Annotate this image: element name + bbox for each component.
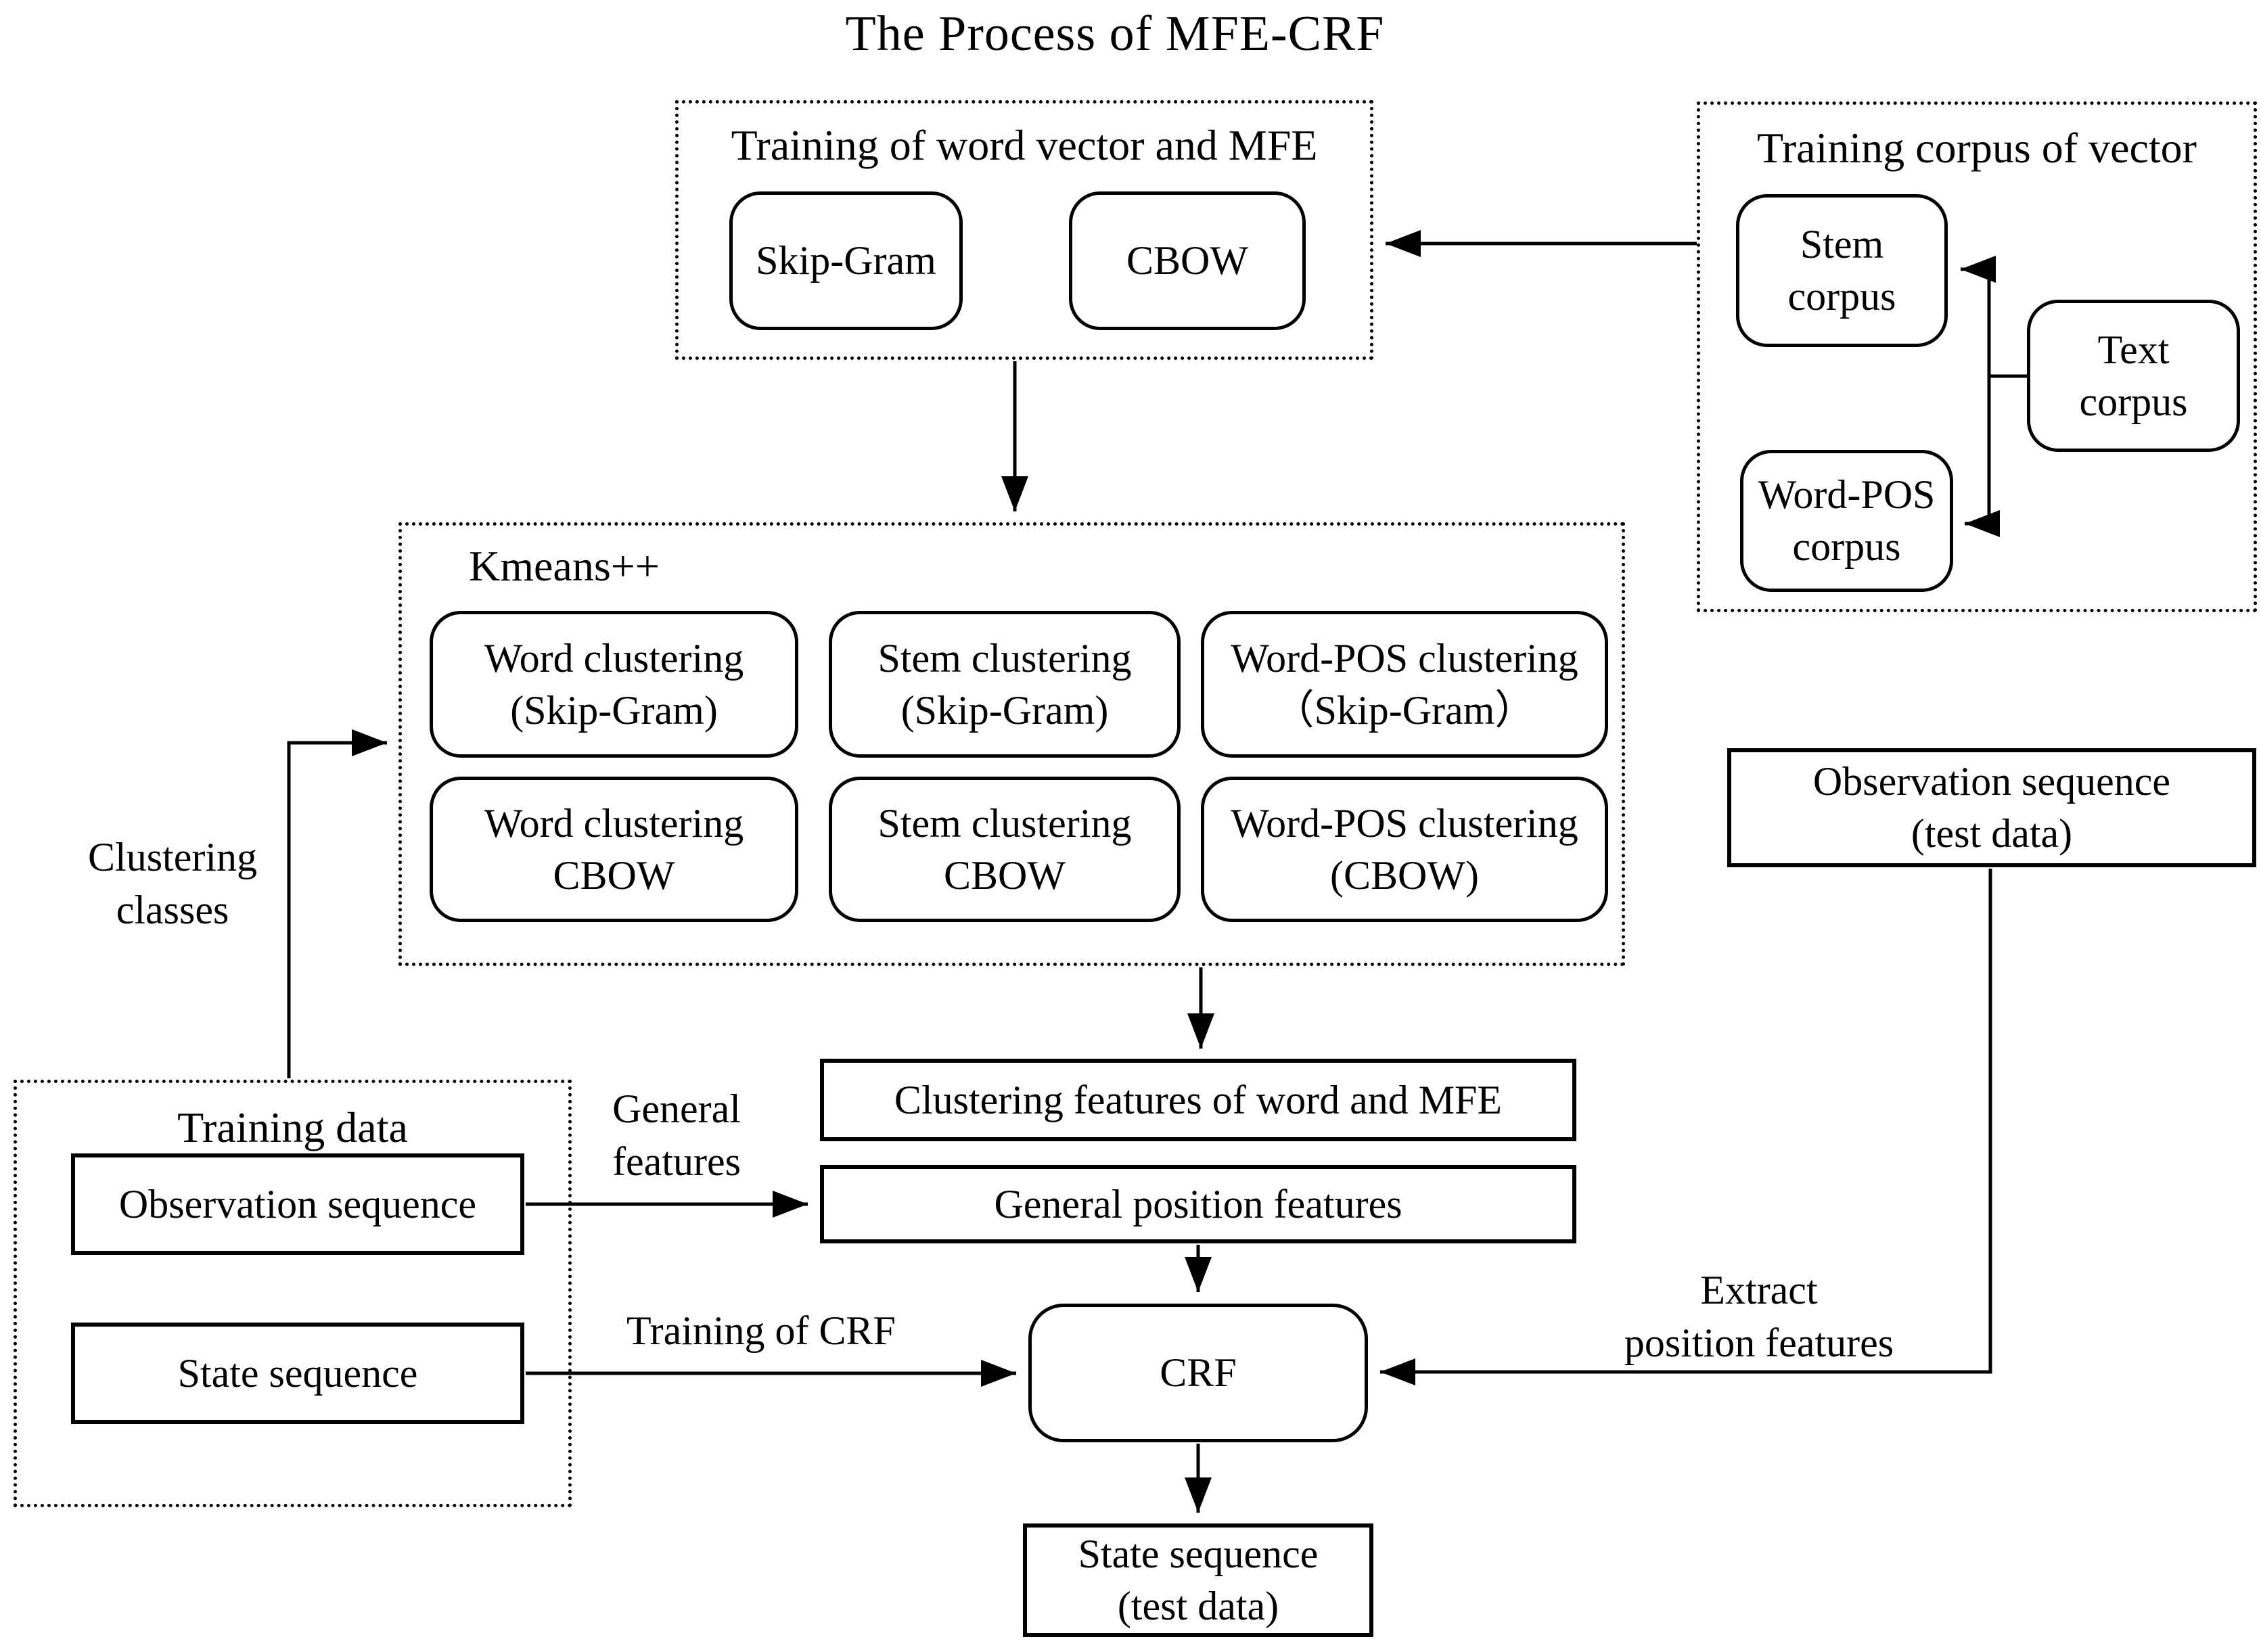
node-cbow: CBOW bbox=[1069, 191, 1306, 330]
node-text-corpus: Text corpus bbox=[2027, 300, 2240, 452]
node-state-test: State sequence (test data) bbox=[1023, 1523, 1373, 1637]
state-test-line2: (test data) bbox=[1117, 1584, 1279, 1628]
extract-position-line1: Extract bbox=[1700, 1268, 1818, 1312]
word-clustering-skipgram-line2: (Skip-Gram) bbox=[510, 687, 718, 733]
group-kmeans-label: Kmeans++ bbox=[469, 542, 660, 590]
observation-sequence-label: Observation sequence bbox=[118, 1181, 477, 1226]
stem-clustering-skipgram-line1: Stem clustering bbox=[877, 635, 1132, 681]
node-skip-gram: Skip-Gram bbox=[729, 191, 963, 330]
text-corpus-line1: Text bbox=[2097, 327, 2170, 372]
group-training-word-vector-label: Training of word vector and MFE bbox=[731, 121, 1318, 169]
wordpos-clustering-cbow-line1: Word-POS clustering bbox=[1231, 800, 1578, 846]
node-word-clustering-cbow: Word clustering CBOW bbox=[430, 777, 798, 922]
group-training-corpus-label: Training corpus of vector bbox=[1757, 124, 2197, 172]
node-wordpos-clustering-cbow: Word-POS clustering (CBOW) bbox=[1201, 777, 1608, 922]
group-training-word-vector bbox=[675, 100, 1373, 360]
node-stem-clustering-skipgram: Stem clustering (Skip-Gram) bbox=[829, 611, 1181, 758]
edge-label-training-of-crf: Training of CRF bbox=[626, 1308, 896, 1353]
wordpos-clustering-cbow-line2: (CBOW) bbox=[1330, 852, 1479, 898]
node-general-position-features: General position features bbox=[820, 1165, 1576, 1243]
node-skip-gram-label: Skip-Gram bbox=[756, 238, 936, 283]
stem-corpus-line2: corpus bbox=[1787, 274, 1896, 319]
state-test-line1: State sequence bbox=[1078, 1532, 1319, 1577]
word-clustering-cbow-line2: CBOW bbox=[553, 852, 675, 898]
node-wordpos-corpus: Word-POS corpus bbox=[1740, 450, 1953, 592]
general-features-line1: General bbox=[612, 1086, 741, 1131]
clustering-classes-line2: classes bbox=[116, 888, 229, 932]
diagram-title: The Process of MFE-CRF bbox=[845, 6, 1385, 62]
observation-test-line1: Observation sequence bbox=[1812, 759, 2171, 804]
extract-position-line2: position features bbox=[1624, 1321, 1894, 1365]
group-training-corpus bbox=[1697, 101, 2257, 612]
group-training-data bbox=[14, 1080, 572, 1507]
general-features-line2: features bbox=[612, 1139, 741, 1184]
node-state-sequence: State sequence bbox=[71, 1323, 524, 1424]
observation-test-line2: (test data) bbox=[1911, 811, 2073, 856]
state-sequence-label: State sequence bbox=[177, 1350, 418, 1396]
stem-clustering-cbow-line2: CBOW bbox=[944, 852, 1066, 898]
node-word-clustering-skipgram: Word clustering (Skip-Gram) bbox=[430, 611, 798, 758]
stem-corpus-line1: Stem bbox=[1800, 222, 1884, 267]
wordpos-clustering-skipgram-line1: Word-POS clustering bbox=[1231, 635, 1578, 681]
node-crf: CRF bbox=[1028, 1304, 1368, 1442]
general-position-features-label: General position features bbox=[994, 1181, 1402, 1226]
wordpos-corpus-line2: corpus bbox=[1792, 524, 1901, 569]
wordpos-clustering-skipgram-line2: （Skip-Gram） bbox=[1273, 687, 1536, 733]
edge-label-extract-position-features: Extract position features bbox=[1570, 1264, 1948, 1369]
group-kmeans bbox=[398, 522, 1625, 966]
text-corpus-line2: corpus bbox=[2079, 379, 2188, 424]
edge-label-clustering-classes: Clustering classes bbox=[20, 831, 325, 936]
word-clustering-skipgram-line1: Word clustering bbox=[484, 635, 744, 681]
crf-label: CRF bbox=[1160, 1350, 1237, 1396]
edge-label-general-features: General features bbox=[575, 1082, 778, 1188]
word-clustering-cbow-line1: Word clustering bbox=[484, 800, 744, 846]
node-stem-corpus: Stem corpus bbox=[1736, 194, 1948, 347]
group-training-data-label: Training data bbox=[177, 1103, 408, 1151]
clustering-classes-line1: Clustering bbox=[88, 835, 257, 879]
node-wordpos-clustering-skipgram: Word-POS clustering （Skip-Gram） bbox=[1201, 611, 1608, 758]
wordpos-corpus-line1: Word-POS bbox=[1758, 472, 1936, 518]
node-observation-sequence: Observation sequence bbox=[71, 1153, 524, 1255]
node-cbow-label: CBOW bbox=[1126, 238, 1248, 283]
stem-clustering-skipgram-line2: (Skip-Gram) bbox=[900, 687, 1109, 733]
node-observation-test: Observation sequence (test data) bbox=[1727, 748, 2256, 867]
node-stem-clustering-cbow: Stem clustering CBOW bbox=[829, 777, 1181, 922]
node-clustering-features: Clustering features of word and MFE bbox=[820, 1059, 1576, 1141]
clustering-features-label: Clustering features of word and MFE bbox=[894, 1077, 1503, 1122]
stem-clustering-cbow-line1: Stem clustering bbox=[877, 800, 1132, 846]
